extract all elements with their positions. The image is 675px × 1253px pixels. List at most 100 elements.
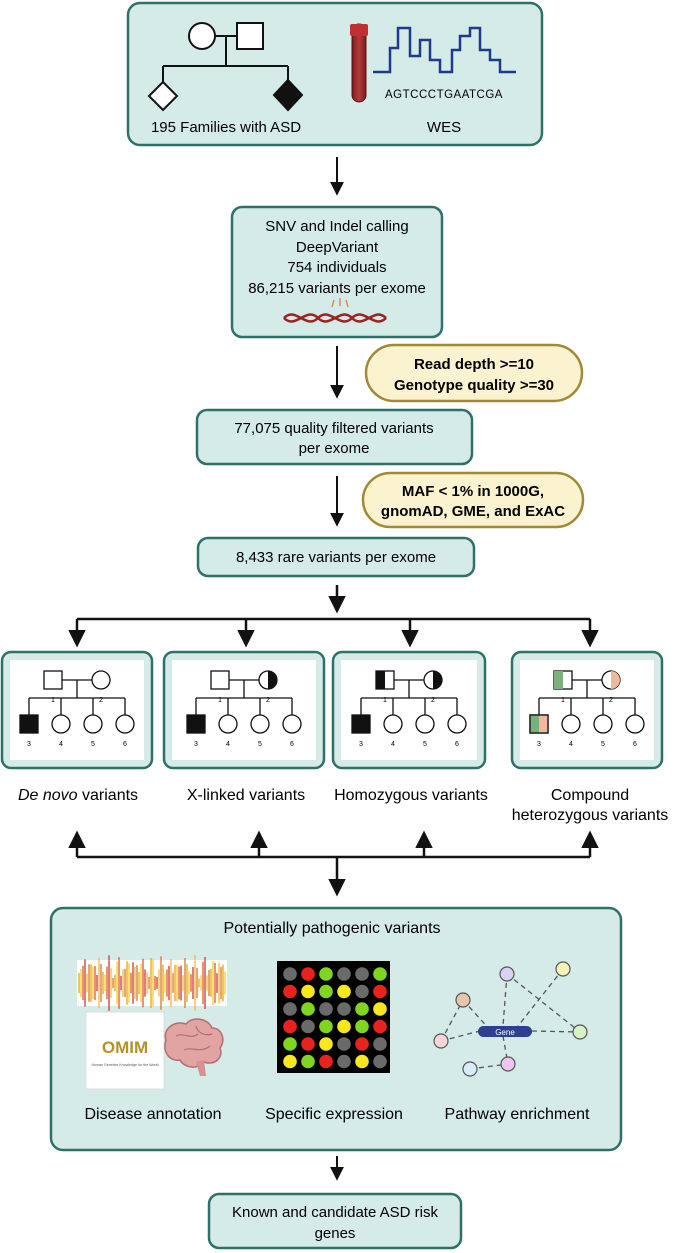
families-wes-box: 195 Families with ASD AGTCCCTGAATCGA WES	[126, 1, 544, 147]
heatmap-cell	[337, 1037, 351, 1051]
heatmap-cell	[301, 1037, 315, 1051]
heatmap-cell	[319, 967, 333, 981]
pathway-enrichment-label: Pathway enrichment	[445, 1106, 591, 1123]
heatmap-cell	[373, 1019, 387, 1034]
pedigree-female-icon	[447, 714, 467, 734]
heatmap-cell	[301, 984, 315, 999]
filter2-line1: MAF < 1% in 1000G,	[402, 483, 544, 500]
heatmap-cell	[283, 967, 297, 981]
pedigree-female-icon	[250, 714, 270, 734]
pedigree-member-number: 3	[359, 741, 363, 748]
heatmap-cell	[355, 967, 369, 981]
pedigree-member-number: 3	[537, 741, 541, 748]
quality-line1: 77,075 quality filtered variants	[234, 420, 433, 437]
dna-icon	[283, 298, 387, 323]
pedigree-female-icon	[561, 714, 581, 734]
heatmap-cell	[283, 1019, 297, 1034]
pedigree-female-icon	[625, 714, 645, 734]
pedigree-carrier-fill	[376, 671, 385, 689]
pedigree-member-number: 4	[569, 741, 573, 748]
result-line1: Known and candidate ASD risk	[232, 1204, 438, 1221]
merge-arrows	[68, 830, 599, 897]
heatmap-cell	[337, 984, 351, 999]
pedigree-member-number: 1	[218, 697, 222, 704]
pedigree-member-number: 2	[431, 697, 435, 704]
heatmap-cell	[283, 1037, 297, 1051]
heatmap-cell	[355, 984, 369, 999]
pedigree-member-number: 1	[561, 697, 565, 704]
sequencing-trace-icon	[373, 26, 516, 74]
heatmap-cell	[319, 1054, 333, 1069]
disease-annotation-label: Disease annotation	[85, 1106, 222, 1123]
specific-expression-label: Specific expression	[265, 1106, 403, 1123]
gene-node-label: Gene	[495, 1028, 515, 1037]
pedigree-member-number: 4	[59, 741, 63, 748]
pedigree-canvas	[341, 660, 477, 760]
pedigree-carrier-fill	[268, 671, 277, 689]
filter1-line2: Genotype quality >=30	[394, 377, 554, 394]
family-pedigree-icon	[147, 22, 304, 112]
pedigree-member-number: 4	[226, 741, 230, 748]
branch-arrows	[68, 585, 599, 648]
pedigree-member-number: 6	[455, 741, 459, 748]
label-x-linked: X-linked variants	[187, 787, 305, 804]
heatmap-cell	[355, 1002, 369, 1016]
pedigree-carrier-fill	[611, 671, 620, 689]
pedigree-member-number: 5	[423, 741, 427, 748]
heatmap-cell	[283, 1054, 297, 1069]
pedigree-female-icon	[83, 714, 103, 734]
pedigree-member-number: 5	[91, 741, 95, 748]
pedigree-male-icon	[19, 714, 39, 734]
heatmap-cell	[301, 1002, 315, 1016]
pedigree-female-icon	[383, 714, 403, 734]
omim-tagline: Human Genetics Knowledge for the World	[91, 1063, 158, 1067]
rare-label: 8,433 rare variants per exome	[236, 549, 436, 566]
pedigree-member-number: 4	[391, 741, 395, 748]
pedigree-member-number: 1	[383, 697, 387, 704]
pedigree-female-icon	[593, 714, 613, 734]
pedigree-male-icon	[43, 670, 63, 690]
heatmap-cell	[301, 1019, 315, 1034]
quality-line2: per exome	[299, 440, 370, 457]
heatmap-cell	[337, 1019, 351, 1034]
heatmap-cell	[355, 1037, 369, 1051]
calling-line2: DeepVariant	[296, 239, 379, 256]
heatmap-cell	[337, 1054, 351, 1069]
filter2-line2: gnomAD, GME, and ExAC	[381, 503, 565, 520]
pedigree-male-icon	[186, 714, 206, 734]
sequence-text: AGTCCCTGAATCGA	[385, 89, 503, 101]
pedigree-member-number: 3	[27, 741, 31, 748]
pathogenic-title: Potentially pathogenic variants	[223, 920, 440, 937]
pedigree-female-icon	[51, 714, 71, 734]
pedigree-canvas	[10, 660, 144, 760]
blood-tube-icon	[350, 23, 368, 103]
pedigree-member-number: 2	[99, 697, 103, 704]
pedigree-carrier-fill	[433, 671, 442, 689]
label-compound-1: Compound	[551, 787, 629, 804]
brain-icon	[164, 1018, 224, 1076]
wes-label: WES	[427, 119, 461, 136]
pedigree-female-icon	[218, 714, 238, 734]
heatmap-cell	[373, 1054, 387, 1069]
pedigree-male-icon	[210, 670, 230, 690]
pedigree-member-number: 1	[51, 697, 55, 704]
pedigree-female-icon	[415, 714, 435, 734]
heatmap-cell	[373, 1002, 387, 1016]
pedigree-member-number: 6	[123, 741, 127, 748]
omim-logo: OMIM Human Genetics Knowledge for the Wo…	[85, 1011, 165, 1090]
heatmap-cell	[373, 984, 387, 999]
pedigree-de-novo: 1 2 3 4 5 6	[0, 650, 154, 770]
result-box: Known and candidate ASD risk genes	[207, 1192, 463, 1250]
pedigree-member-number: 2	[266, 697, 270, 704]
pathway-network-icon: Gene	[433, 961, 588, 1077]
label-compound-2: heterozygous variants	[512, 807, 669, 824]
expression-heatmap-icon	[283, 967, 387, 1069]
heatmap-cell	[355, 1019, 369, 1034]
heatmap-cell	[337, 967, 351, 981]
quality-filter-criteria: Read depth >=10 Genotype quality >=30	[364, 343, 584, 403]
heatmap-cell	[301, 1054, 315, 1069]
heatmap-cell	[319, 1019, 333, 1034]
heatmap-cell	[283, 984, 297, 999]
